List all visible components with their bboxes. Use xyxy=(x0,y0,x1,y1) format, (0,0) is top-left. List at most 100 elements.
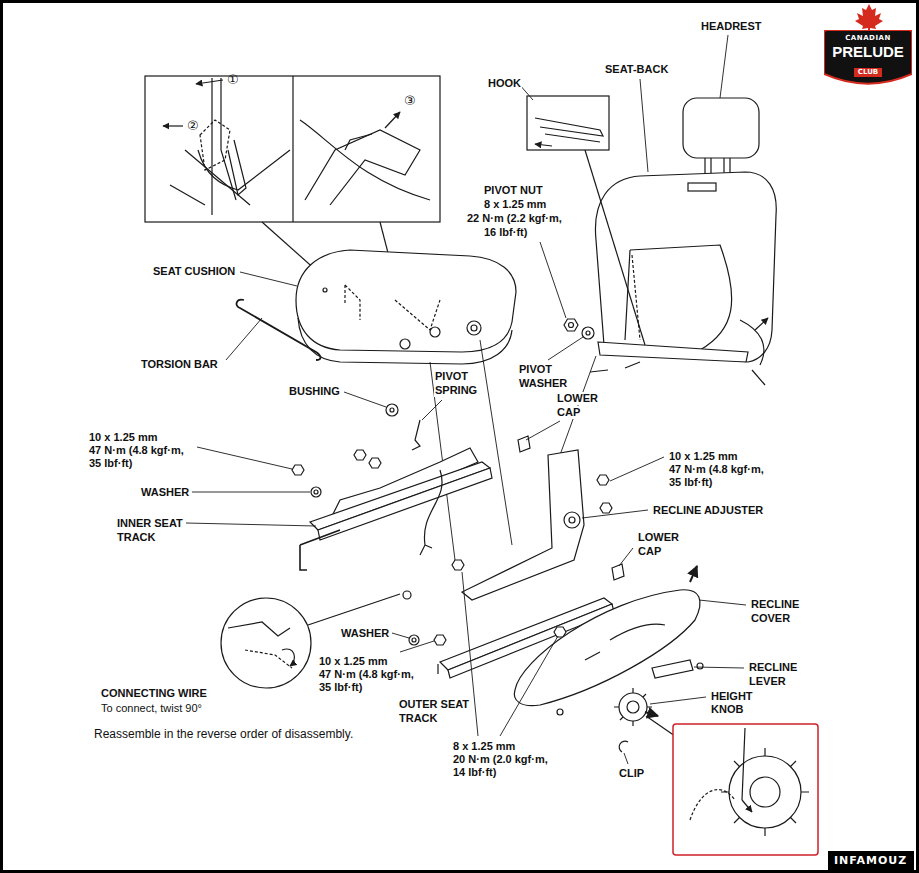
leader-line xyxy=(226,318,262,360)
knob-inset xyxy=(690,790,735,820)
part-label: KNOB xyxy=(710,703,744,716)
recline-cover xyxy=(645,712,658,716)
inner-seat-track xyxy=(300,530,340,570)
part-label: SEAT-BACK xyxy=(604,63,669,76)
hook-inset xyxy=(535,144,552,146)
recline-cover xyxy=(585,624,665,660)
inner-seat-track xyxy=(310,462,490,530)
seat-back xyxy=(688,183,716,191)
inner-seat-track xyxy=(403,591,411,599)
part-label: LOWER xyxy=(637,531,680,544)
part-label: BUSHING xyxy=(288,385,341,398)
seat-back xyxy=(632,255,640,340)
pivot-hardware xyxy=(569,323,574,328)
connecting-wire-inset xyxy=(282,649,294,666)
hook-detail xyxy=(200,120,230,170)
pivot-hardware xyxy=(582,327,594,339)
part-label: CAP xyxy=(637,545,662,558)
pivot-hardware xyxy=(564,319,594,339)
seat-back xyxy=(625,245,732,350)
recline-adjuster xyxy=(462,450,584,600)
seat-cushion xyxy=(323,288,327,292)
recline-adjuster xyxy=(452,436,624,600)
leader-line xyxy=(344,392,386,407)
hook-inset xyxy=(535,118,603,142)
inner-seat-track xyxy=(390,408,394,412)
recline-cover xyxy=(690,566,697,582)
callout-number: ① xyxy=(226,72,240,87)
maple-leaf xyxy=(855,4,883,32)
inner-seat-track xyxy=(292,465,304,475)
inner-seat-track xyxy=(314,490,318,494)
leader-line xyxy=(400,641,434,652)
part-label: LEVER xyxy=(748,675,787,688)
seat-cushion xyxy=(471,325,477,331)
torque-spec: 10 x 1.25 mm xyxy=(318,655,389,668)
recline-adjuster xyxy=(564,512,580,528)
leader-line xyxy=(462,572,478,736)
connecting-wire-inset xyxy=(228,622,290,636)
part-label: INNER SEAT xyxy=(116,517,184,530)
recline-cover xyxy=(652,660,693,678)
inset-frame xyxy=(145,76,440,222)
knob-inset xyxy=(646,716,818,855)
torsion-bar xyxy=(237,300,321,360)
part-label: WASHER xyxy=(518,377,568,390)
badge-shape xyxy=(824,30,912,84)
hook-detail xyxy=(196,80,223,84)
inner-seat-track xyxy=(354,450,366,460)
inner-seat-track xyxy=(292,404,492,599)
knob-inset xyxy=(742,800,752,812)
recline-cover xyxy=(697,663,703,669)
inner-seat-track xyxy=(369,458,381,468)
wire-detail xyxy=(300,120,430,200)
part-label: CLIP xyxy=(618,767,645,780)
part-label: RECLINE xyxy=(748,661,798,674)
seat-back xyxy=(598,342,748,362)
logo-text: CLUB xyxy=(854,68,882,77)
torque-spec: 35 lbf·ft) xyxy=(88,457,133,470)
recline-cover xyxy=(557,709,563,715)
wire-detail xyxy=(300,112,430,205)
note: To connect, twist 90° xyxy=(100,702,203,715)
seat-cushion xyxy=(345,285,360,320)
seat-back xyxy=(585,150,776,385)
leader-line xyxy=(624,753,628,764)
leader-line xyxy=(694,667,744,668)
torsion-bar xyxy=(237,300,321,360)
wire-detail xyxy=(305,130,420,205)
knob-inset xyxy=(750,777,780,807)
recline-adjuster xyxy=(452,560,464,570)
callout-number: ③ xyxy=(403,93,417,108)
torque-spec: 10 x 1.25 mm xyxy=(88,431,159,444)
leader-line xyxy=(186,523,316,526)
recline-cover xyxy=(514,590,700,706)
outer-seat-track xyxy=(434,635,446,645)
knob-inset xyxy=(721,748,809,836)
callout-number: ② xyxy=(186,118,200,133)
connecting-wire-inset xyxy=(245,650,292,668)
knob-inset xyxy=(673,724,818,855)
part-label: PIVOT NUT xyxy=(483,184,544,197)
maple-leaf xyxy=(855,4,883,32)
part-label: PIVOT xyxy=(434,370,469,383)
torque-spec: 47 N·m (4.8 kgf·m, xyxy=(88,444,185,457)
logo-title: PRELUDE xyxy=(832,43,904,60)
inner-seat-track xyxy=(412,420,420,450)
part-label: RECLINE ADJUSTER xyxy=(652,504,764,517)
logo-text: CANADIAN xyxy=(832,34,904,43)
part-label: RECLINE xyxy=(750,598,800,611)
leader-line xyxy=(240,272,297,286)
hook-detail xyxy=(212,78,236,215)
part-label: CAP xyxy=(556,406,581,419)
torque-spec: 16 lbf·ft) xyxy=(483,226,528,239)
part-label: PIVOT xyxy=(518,363,553,376)
hook-detail xyxy=(228,140,246,195)
leader-line xyxy=(650,697,706,704)
headrest xyxy=(683,98,759,158)
recline-adjuster xyxy=(600,503,612,513)
inner-seat-track xyxy=(386,404,398,416)
torque-spec: 8 x 1.25 mm xyxy=(452,740,516,753)
part-label: HEADREST xyxy=(700,20,763,33)
